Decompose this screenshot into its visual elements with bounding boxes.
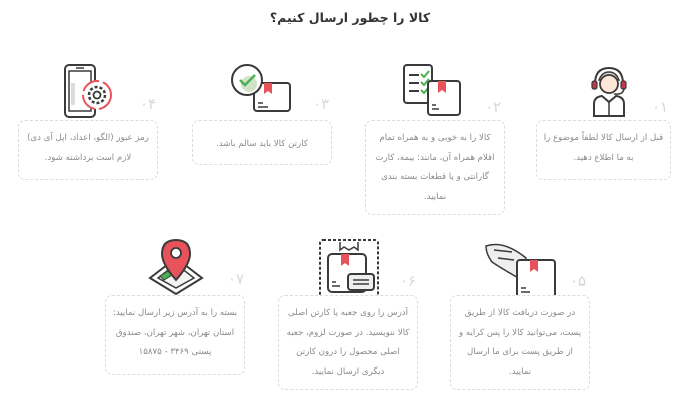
box-label-icon bbox=[318, 238, 380, 300]
box-check-icon bbox=[230, 63, 294, 113]
step-number: ۰۷ bbox=[228, 270, 245, 288]
step-text: قبل از ارسال کالا لطفاً موضوع را به ما ا… bbox=[543, 133, 664, 163]
step-card: کالا را به خوبی و به همراه تمام اقلام هم… bbox=[365, 120, 505, 215]
step-card: در صورت دریافت کالا از طریق پست، می‌توان… bbox=[450, 295, 590, 390]
step-number: ۰۴ bbox=[140, 95, 157, 113]
support-agent-icon bbox=[588, 62, 630, 118]
checklist-box-icon bbox=[402, 63, 464, 119]
step-text: کارتن کالا باید سالم باشد. bbox=[216, 139, 308, 149]
step-card: کارتن کالا باید سالم باشد. bbox=[192, 120, 332, 165]
step-text: آدرس را روی جعبه یا کارتن اصلی کالا ننوی… bbox=[286, 308, 410, 377]
page-title: کالا را چطور ارسال کنیم؟ bbox=[269, 10, 431, 25]
map-pin-icon bbox=[148, 238, 204, 296]
step-text: بسته را به آدرس زیر ارسال نمایید: استان … bbox=[112, 308, 238, 357]
step-number: ۰۳ bbox=[313, 95, 330, 113]
step-text: رمز عبور (الگو، اعداد، اپل آی دی) لازم ا… bbox=[27, 133, 149, 163]
step-number: ۰۲ bbox=[485, 98, 502, 116]
step-number: ۰۶ bbox=[400, 272, 417, 290]
step-card: بسته را به آدرس زیر ارسال نمایید: استان … bbox=[105, 295, 245, 375]
step-card: آدرس را روی جعبه یا کارتن اصلی کالا ننوی… bbox=[278, 295, 418, 390]
step-text: کالا را به خوبی و به همراه تمام اقلام هم… bbox=[375, 133, 495, 202]
winged-box-icon bbox=[484, 240, 558, 302]
phone-settings-icon bbox=[63, 63, 115, 119]
step-card: رمز عبور (الگو، اعداد، اپل آی دی) لازم ا… bbox=[18, 120, 158, 180]
step-text: در صورت دریافت کالا از طریق پست، می‌توان… bbox=[458, 308, 581, 377]
step-number: ۰۵ bbox=[570, 272, 587, 290]
step-number: ۰۱ bbox=[652, 98, 669, 116]
step-card: قبل از ارسال کالا لطفاً موضوع را به ما ا… bbox=[536, 120, 671, 180]
